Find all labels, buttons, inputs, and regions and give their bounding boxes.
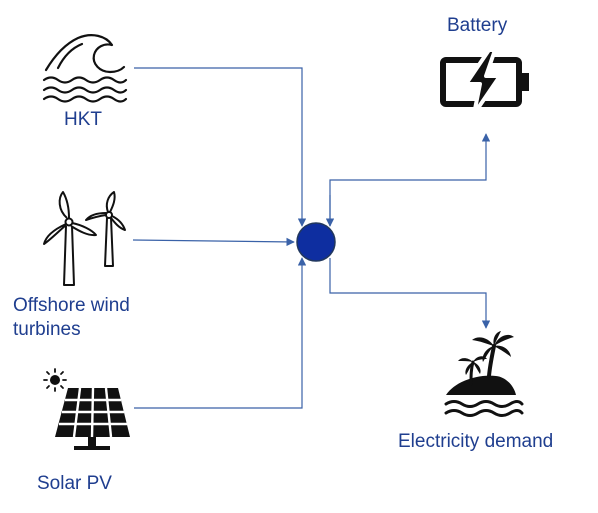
wind-to-hub-connector <box>132 237 295 247</box>
hub-node-icon <box>296 222 336 262</box>
solar-pv-label: Solar PV <box>37 473 112 494</box>
palm-island-icon <box>444 331 524 417</box>
hub-to-demand-connector <box>329 258 491 329</box>
hkt-label: HKT <box>64 109 102 130</box>
sun-icon <box>43 368 67 392</box>
hkt-to-hub-connector <box>134 67 307 227</box>
hub-to-battery-connector <box>329 133 491 226</box>
battery-label: Battery <box>447 15 508 36</box>
ocean-wave-icon <box>42 34 128 103</box>
solar-to-hub-connector <box>134 257 307 409</box>
electricity-demand-label: Electricity demand <box>398 431 554 452</box>
wind-turbines-icon <box>43 191 126 286</box>
battery-charging-icon <box>440 48 529 116</box>
wind-turbines-label: Offshore wind turbines <box>13 295 130 340</box>
solar-panel-icon <box>43 368 130 450</box>
